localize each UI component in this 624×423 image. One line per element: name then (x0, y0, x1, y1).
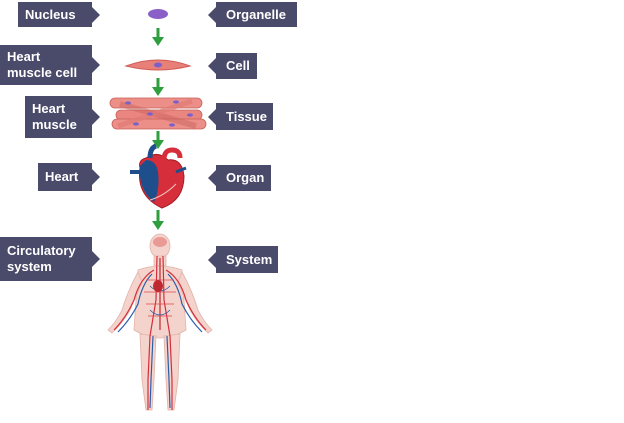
label-heart-muscle: Heart muscle (25, 96, 100, 138)
flow-arrows (152, 28, 164, 230)
muscle-cell-icon (124, 59, 192, 71)
label-nucleus: Nucleus (18, 2, 100, 27)
label-system: System (208, 246, 278, 273)
label-heart-muscle-cell: Heart muscle cell (0, 45, 100, 85)
label-cell: Cell (208, 53, 257, 79)
label-tissue: Tissue (208, 103, 273, 130)
heart-icon (130, 143, 187, 209)
nucleus-icon (148, 9, 168, 19)
label-circulatory-system: Circulatory system (0, 237, 100, 281)
label-organ: Organ (208, 165, 271, 191)
muscle-tissue-icon (109, 97, 207, 130)
label-heart: Heart (38, 163, 100, 191)
label-organelle: Organelle (208, 2, 297, 27)
circulatory-system-icon (107, 233, 213, 411)
